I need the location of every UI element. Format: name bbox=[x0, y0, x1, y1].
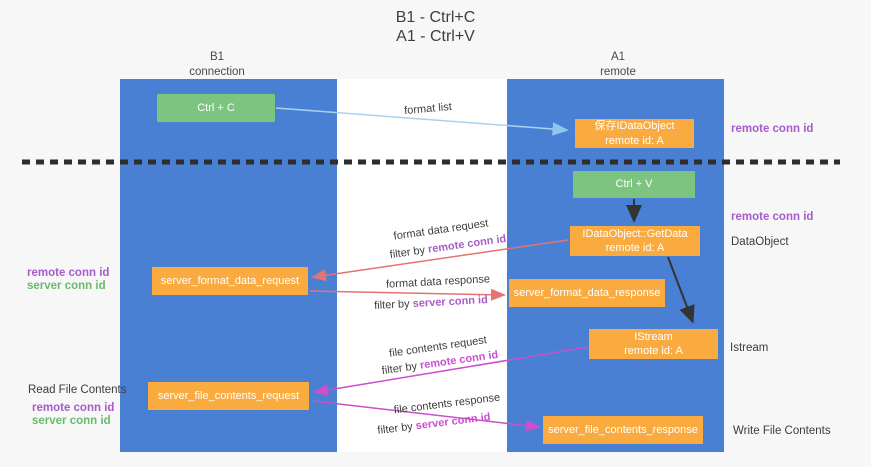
ctrl-c-box: Ctrl + C bbox=[157, 94, 275, 122]
getdata-to-istream-arrow bbox=[667, 256, 695, 324]
format-list-arrow bbox=[275, 107, 569, 136]
istream-line2: remote id: A bbox=[624, 345, 683, 357]
remote-conn-id-annotation-top: remote conn id bbox=[731, 123, 814, 135]
format-data-response-arrow bbox=[309, 288, 506, 301]
title-line-2: A1 - Ctrl+V bbox=[396, 28, 475, 46]
save-dataobject-box: 保存IDataObject remote id: A bbox=[575, 119, 694, 148]
file-response-label: server_file_contents_response bbox=[548, 423, 698, 436]
format-response-filter-prefix: filter by bbox=[373, 297, 413, 312]
getdata-line1: IDataObject::GetData bbox=[582, 227, 688, 240]
format-response-box: server_format_data_response bbox=[509, 279, 665, 307]
lane-b1-name: B1 bbox=[209, 51, 225, 63]
istream-annotation: Istream bbox=[730, 342, 769, 354]
file-response-box: server_file_contents_response bbox=[543, 416, 703, 444]
save-dataobject-line1: 保存IDataObject bbox=[594, 120, 675, 133]
ctrl-v-label: Ctrl + V bbox=[615, 178, 653, 191]
format-request-label: server_format_data_request bbox=[160, 274, 300, 287]
lane-a1-role: remote bbox=[600, 65, 636, 78]
file-request-label: server_file_contents_request bbox=[157, 389, 300, 402]
istream-box: IStream remote id: A bbox=[589, 329, 718, 359]
lane-header-a1: A1 remote bbox=[600, 50, 636, 80]
write-file-contents-annotation: Write File Contents bbox=[733, 425, 831, 437]
lane-header-b1: B1 connection bbox=[189, 50, 245, 80]
remote-conn-id-annotation-mid: remote conn id bbox=[731, 211, 814, 223]
lane-b1-role: connection bbox=[189, 65, 245, 78]
ctrl-v-box: Ctrl + V bbox=[573, 171, 695, 198]
dataobject-annotation: DataObject bbox=[731, 236, 789, 248]
istream-line1: IStream bbox=[634, 330, 673, 343]
save-dataobject-line2: remote id: A bbox=[605, 134, 664, 147]
lane-a1-name: A1 bbox=[610, 51, 626, 63]
lane-gap-panel bbox=[337, 79, 507, 452]
left-format-remote-conn-id: remote conn id bbox=[27, 267, 110, 279]
getdata-box: IDataObject::GetData remote id: A bbox=[570, 226, 700, 256]
file-contents-request-arrow bbox=[313, 346, 589, 396]
format-request-box: server_format_data_request bbox=[152, 267, 308, 295]
read-file-contents-annotation: Read File Contents bbox=[28, 384, 127, 396]
diagram-title: B1 - Ctrl+C A1 - Ctrl+V bbox=[0, 8, 871, 46]
left-file-remote-conn-id: remote conn id bbox=[32, 402, 115, 414]
title-line-1: B1 - Ctrl+C bbox=[395, 9, 476, 26]
format-data-request-arrow bbox=[311, 239, 569, 282]
file-contents-response-arrow bbox=[312, 400, 541, 432]
ctrl-c-label: Ctrl + C bbox=[197, 101, 235, 114]
format-response-label: server_format_data_response bbox=[513, 286, 661, 299]
getdata-line2: remote id: A bbox=[605, 242, 665, 254]
left-file-server-conn-id: server conn id bbox=[32, 415, 111, 427]
left-format-server-conn-id: server conn id bbox=[27, 280, 106, 292]
file-request-box: server_file_contents_request bbox=[148, 382, 309, 410]
